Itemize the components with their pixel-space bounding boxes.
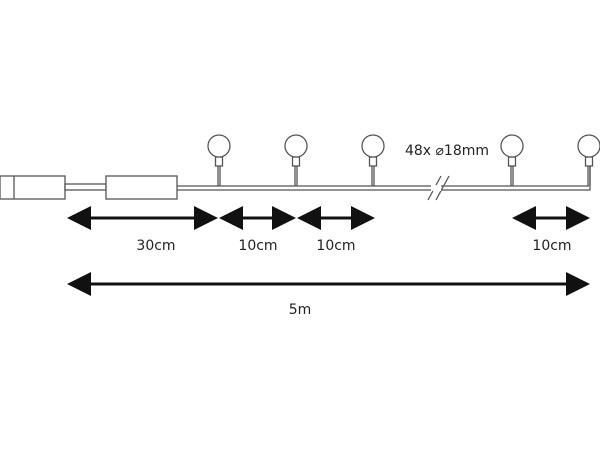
bulb xyxy=(361,134,385,186)
dimension-spacing-1: 10cm xyxy=(219,206,296,254)
dimension-lead-label: 30cm xyxy=(136,238,175,254)
dimension-spacing-2: 10cm xyxy=(297,206,375,254)
bulb xyxy=(284,134,308,186)
dimension-spacing-1-label: 10cm xyxy=(238,238,277,254)
main-cable xyxy=(177,166,591,191)
bulb xyxy=(500,134,524,186)
bulb-count-label: 48x ⌀18mm xyxy=(405,143,489,159)
lead-cable xyxy=(64,183,107,191)
dimension-spacing-last: 10cm xyxy=(512,206,590,254)
dimension-spacing-2-label: 10cm xyxy=(316,238,355,254)
dimension-total: 5m xyxy=(67,272,590,318)
plug-connector xyxy=(0,175,66,200)
dimension-lead: 30cm xyxy=(67,206,218,254)
bulb xyxy=(577,134,600,186)
dimension-total-label: 5m xyxy=(289,302,312,318)
controller-box xyxy=(105,175,178,200)
cable-break-mark xyxy=(427,175,450,201)
dimension-spacing-last-label: 10cm xyxy=(532,238,571,254)
bulb xyxy=(207,134,231,186)
